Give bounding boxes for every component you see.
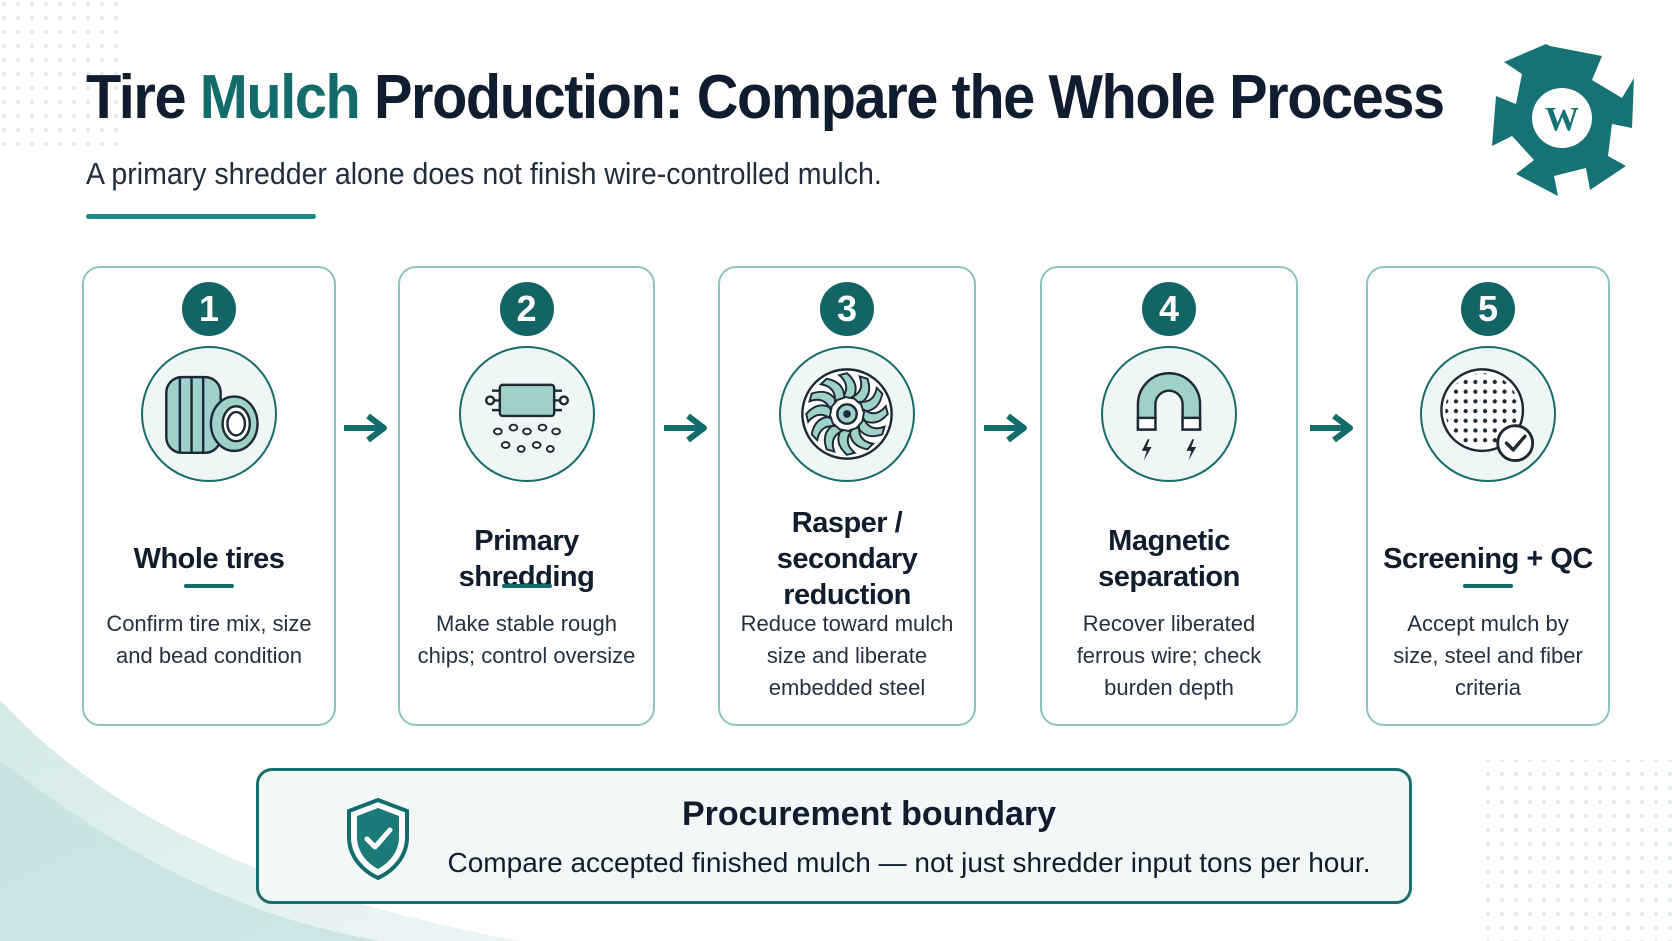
- step-number: 1: [182, 282, 236, 336]
- step-title: Screening + QC: [1383, 543, 1593, 575]
- tires-icon: [141, 346, 277, 482]
- page-subtitle: A primary shredder alone does not finish…: [86, 156, 882, 191]
- flow-arrow-icon: [1306, 410, 1358, 446]
- shredder-icon: [458, 346, 595, 482]
- step-description: Recover liberated ferrous wire; check bu…: [1076, 611, 1262, 700]
- step-card-primary-shredding: 2 Primary shredding Make stable: [398, 266, 655, 726]
- boundary-text: Compare accepted finished mulch — not ju…: [447, 847, 1371, 878]
- step-title: Primary shredding: [458, 525, 595, 593]
- step-number: 5: [1461, 282, 1515, 336]
- step-divider: [1463, 584, 1513, 588]
- gear-logo-icon: W: [1492, 44, 1634, 196]
- screen-check-icon: [1420, 346, 1556, 482]
- page-title-accent: Mulch: [199, 63, 361, 132]
- svg-text:W: W: [1545, 101, 1579, 138]
- step-title: Whole tires: [133, 543, 285, 575]
- step-card-magnetic-separation: 4 Magnetic separation Recover liberated …: [1040, 266, 1298, 726]
- dot-pattern-top-left: [0, 0, 120, 150]
- procurement-boundary-callout: Procurement boundary Compare accepted fi…: [256, 768, 1412, 904]
- dot-pattern-bottom-right: [1480, 760, 1672, 941]
- step-description: Confirm tire mix, size and bead conditio…: [106, 611, 312, 668]
- step-number: 3: [820, 282, 874, 336]
- step-description: Accept mulch by size, steel and fiber cr…: [1393, 611, 1583, 700]
- step-divider: [184, 584, 234, 588]
- step-number: 4: [1142, 282, 1196, 336]
- step-divider: [501, 584, 552, 588]
- step-description: Make stable rough chips; control oversiz…: [417, 611, 636, 668]
- step-title: Rasper / secondary reduction: [776, 507, 918, 611]
- step-card-whole-tires: 1 Whole tires Confirm tire mix, size and…: [82, 266, 336, 726]
- flow-arrow-icon: [660, 410, 712, 446]
- step-description: Reduce toward mulch size and liberate em…: [740, 611, 954, 700]
- title-underline: [86, 214, 316, 219]
- flow-arrow-icon: [340, 410, 392, 446]
- magnet-icon: [1101, 346, 1237, 482]
- page-title: Tire Mulch Production: Compare the Whole…: [86, 63, 1445, 132]
- step-card-screening-qc: 5 Screening + QC Accept mulch by size, s…: [1366, 266, 1610, 726]
- rasper-rotor-icon: [779, 346, 915, 482]
- step-card-rasper-reduction: 3: [718, 266, 976, 726]
- shield-check-icon: [347, 797, 409, 881]
- boundary-title: Procurement boundary: [681, 795, 1057, 833]
- step-number: 2: [499, 282, 554, 336]
- flow-arrow-icon: [980, 410, 1032, 446]
- step-title: Magnetic separation: [1098, 525, 1240, 593]
